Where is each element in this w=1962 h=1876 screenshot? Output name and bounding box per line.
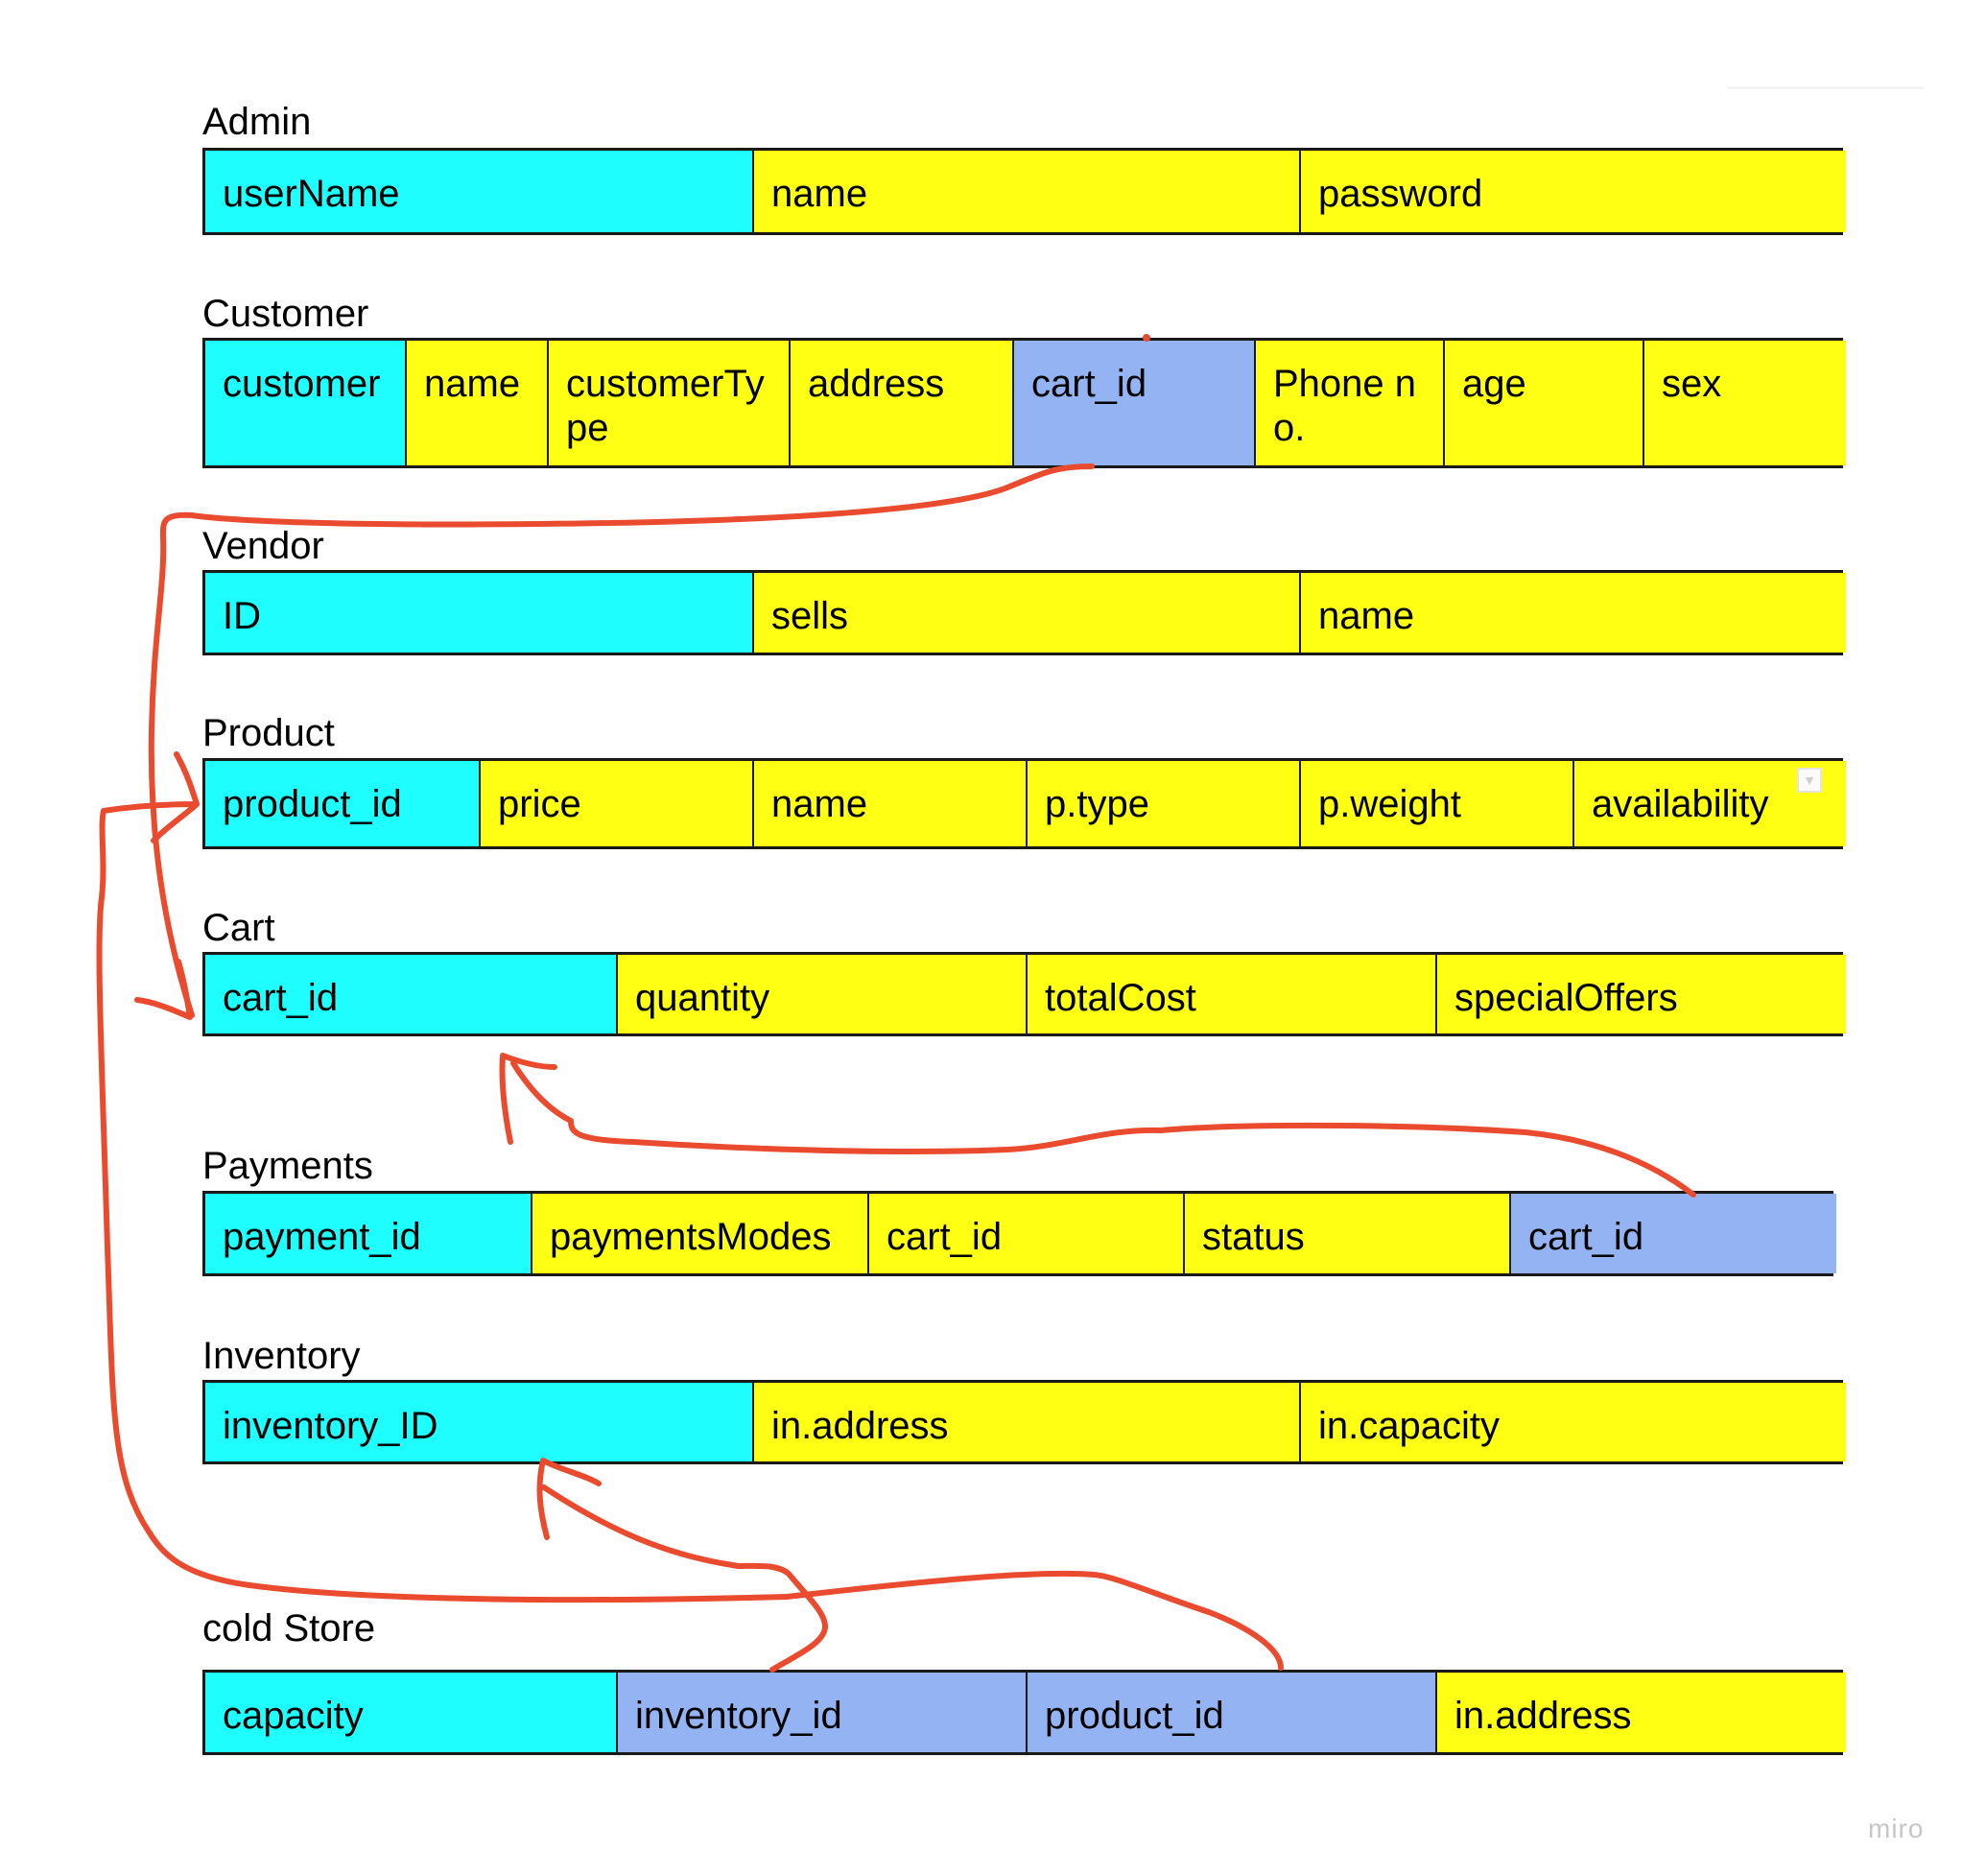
foreign-key-cell[interactable]: cart_id — [1509, 1194, 1836, 1273]
attribute-cell[interactable]: p.weight — [1299, 761, 1572, 846]
table-title: Inventory — [202, 1335, 361, 1377]
attribute-cell[interactable]: sells — [752, 573, 1299, 653]
attribute-cell[interactable]: password — [1299, 151, 1846, 232]
connector-coldstore-to-inventory — [541, 1484, 828, 1673]
connector-coldstore-to-inventory-arrowhead — [536, 1458, 602, 1540]
attribute-cell[interactable]: age — [1443, 341, 1643, 465]
attribute-cell[interactable]: price — [479, 761, 752, 846]
attribute-cell[interactable]: quantity — [616, 955, 1026, 1033]
table-title: cold Store — [202, 1607, 376, 1650]
attribute-cell[interactable]: in.address — [1435, 1673, 1846, 1752]
attribute-cell[interactable]: name — [752, 151, 1299, 232]
table-title: Product — [202, 712, 335, 754]
connector-payments-to-cart-arrowhead — [499, 1053, 557, 1145]
primary-key-cell[interactable]: inventory_ID — [205, 1383, 752, 1461]
attribute-cell[interactable]: specialOffers — [1435, 955, 1846, 1033]
primary-key-cell[interactable]: payment_id — [205, 1194, 531, 1273]
attribute-cell[interactable]: customerType — [547, 341, 789, 465]
connector-coldstore-to-product-arrowhead — [151, 751, 200, 843]
connector-customer-to-cart-arrowhead — [134, 959, 193, 1020]
table-title: Payments — [202, 1145, 373, 1187]
primary-key-cell[interactable]: ID — [205, 573, 752, 653]
attribute-cell[interactable]: name — [405, 341, 547, 465]
primary-key-cell[interactable]: product_id — [205, 761, 479, 846]
attribute-cell[interactable]: address — [789, 341, 1012, 465]
foreign-key-cell[interactable]: inventory_id — [616, 1673, 1026, 1752]
connector-payments-to-cart — [510, 1060, 1696, 1198]
attribute-cell[interactable]: sex — [1643, 341, 1846, 465]
decorative-line — [1727, 86, 1924, 89]
watermark: miro — [1868, 1814, 1925, 1843]
foreign-key-cell[interactable]: cart_id — [1012, 341, 1254, 465]
attribute-cell[interactable]: paymentsModes — [531, 1194, 867, 1273]
table-title: Vendor — [202, 525, 324, 567]
attribute-cell[interactable]: Phone no. — [1254, 341, 1443, 465]
attribute-cell[interactable]: totalCost — [1026, 955, 1435, 1033]
table-title: Customer — [202, 293, 369, 335]
chevron-down-icon[interactable]: ▼ — [1797, 768, 1822, 793]
primary-key-cell[interactable]: capacity — [205, 1673, 616, 1752]
attribute-cell[interactable]: name — [752, 761, 1026, 846]
table-title: Admin — [202, 101, 312, 143]
primary-key-cell[interactable]: userName — [205, 151, 752, 232]
attribute-cell[interactable]: in.capacity — [1299, 1383, 1846, 1461]
primary-key-cell[interactable]: customer — [205, 341, 405, 465]
attribute-cell[interactable]: p.type — [1026, 761, 1299, 846]
table-title: Cart — [202, 907, 275, 949]
primary-key-cell[interactable]: cart_id — [205, 955, 616, 1033]
attribute-cell[interactable]: cart_id — [867, 1194, 1183, 1273]
attribute-cell[interactable]: in.address — [752, 1383, 1299, 1461]
attribute-cell[interactable]: name — [1299, 573, 1846, 653]
attribute-cell[interactable]: status — [1183, 1194, 1509, 1273]
foreign-key-cell[interactable]: product_id — [1026, 1673, 1435, 1752]
